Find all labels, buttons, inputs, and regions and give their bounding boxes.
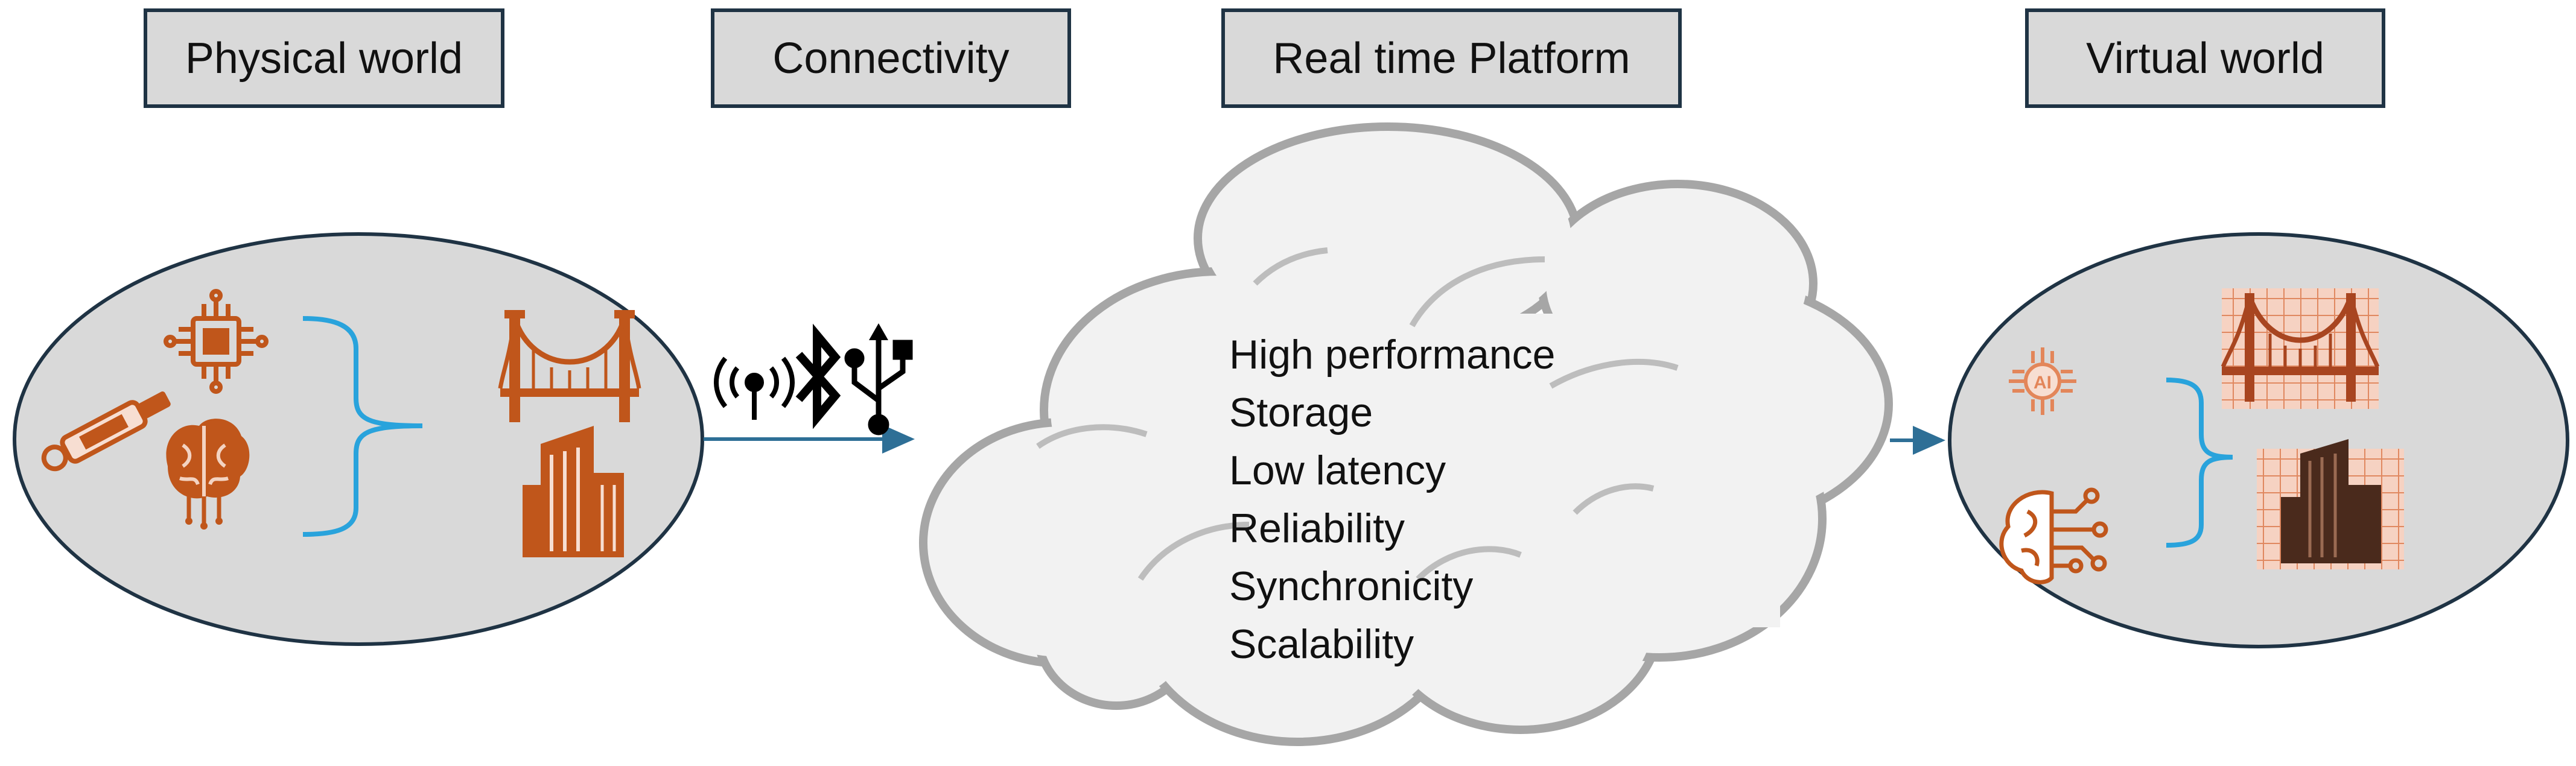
feature-high-performance: High performance: [1229, 332, 1556, 378]
virtual-world-ellipse: [1948, 232, 2569, 648]
sensor-probe-icon: [41, 391, 171, 472]
feature-storage: Storage: [1229, 390, 1373, 435]
ai-chip-icon: AI: [2009, 347, 2076, 415]
platform-cloud: [919, 122, 1893, 746]
feature-scalability: Scalability: [1229, 621, 1414, 667]
header-connectivity: Connectivity: [711, 8, 1071, 108]
header-real-time-platform: Real time Platform: [1221, 8, 1682, 108]
brain-circuit-icon: [166, 419, 250, 530]
ai-brain-icon: [1999, 487, 2108, 584]
svg-text:AI: AI: [2034, 373, 2052, 393]
bridge-icon: [498, 310, 641, 422]
digital-building-icon: [2257, 439, 2404, 569]
wireless-antenna-icon: [714, 356, 795, 420]
platform-feature-list: High performance Storage Low latency Rel…: [1229, 326, 1772, 673]
header-virtual-world: Virtual world: [2025, 8, 2385, 108]
physical-group-bracket: [302, 316, 423, 537]
usb-icon: [844, 323, 913, 435]
feature-low-latency: Low latency: [1229, 448, 1446, 493]
bluetooth-icon: [795, 323, 841, 429]
chip-icon: [164, 289, 269, 394]
feature-synchronicity: Synchronicity: [1229, 563, 1474, 609]
virtual-group-bracket: [2166, 378, 2233, 548]
digital-bridge-icon: [2221, 288, 2380, 409]
building-icon: [523, 426, 624, 557]
header-physical-world: Physical world: [144, 8, 504, 108]
feature-reliability: Reliability: [1229, 505, 1405, 551]
